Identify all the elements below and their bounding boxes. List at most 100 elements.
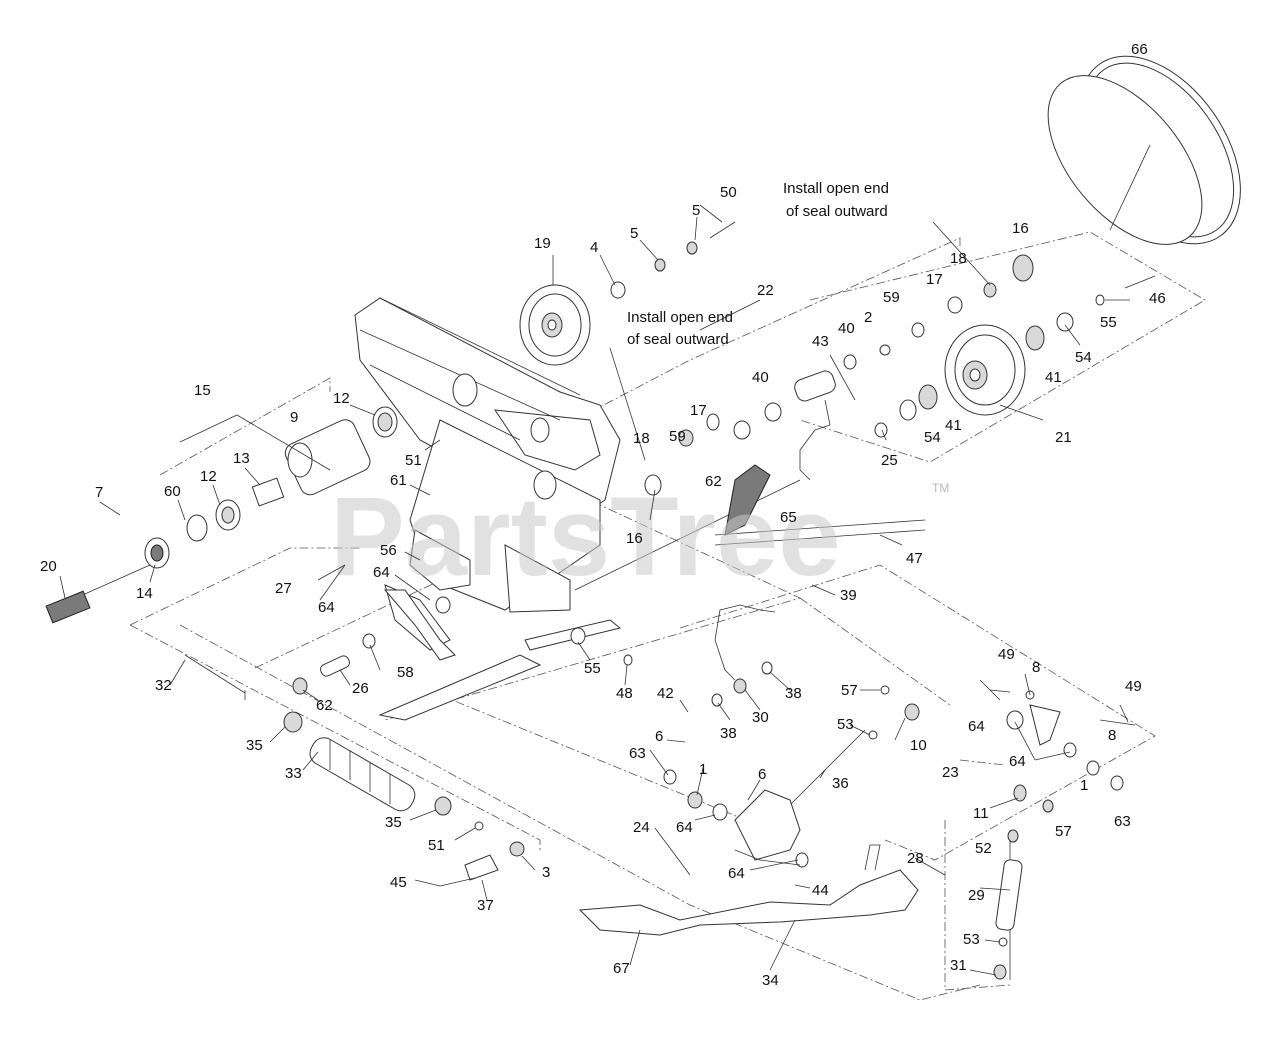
- callout: 39: [840, 587, 857, 604]
- callout: 53: [963, 931, 980, 948]
- callout: 13: [233, 450, 250, 467]
- callout: 38: [785, 685, 802, 702]
- callout: 50: [720, 184, 737, 201]
- callout: 40: [838, 320, 855, 337]
- pulley-19: [519, 284, 591, 366]
- callout: 64: [318, 599, 335, 616]
- callout: 30: [752, 709, 769, 726]
- callout: 61: [390, 472, 407, 489]
- callout: 65: [780, 509, 797, 526]
- callout: 59: [669, 428, 686, 445]
- callout: 42: [657, 685, 674, 702]
- callout: 1: [1080, 777, 1088, 794]
- callout-labels: 1 1 2 3 4 5 5 6 6 7 8 8 9 10 11 12 12 13…: [40, 41, 1166, 989]
- callout: 41: [1045, 369, 1062, 386]
- callout: 57: [1055, 823, 1072, 840]
- callout: 17: [690, 402, 707, 419]
- callout: 22: [757, 282, 774, 299]
- callout: 18: [950, 250, 967, 267]
- callout: 25: [881, 452, 898, 469]
- callout: 52: [975, 840, 992, 857]
- callout: 8: [1108, 727, 1116, 744]
- callout: 46: [1149, 290, 1166, 307]
- note-line-2: of seal outward: [786, 203, 888, 220]
- linkages: [383, 589, 919, 936]
- callout: 6: [758, 766, 766, 783]
- callout: 11: [973, 805, 989, 822]
- spring-33: [309, 737, 416, 812]
- callout: 49: [1125, 678, 1142, 695]
- note-line-1: Install open end: [783, 180, 889, 197]
- callout: 64: [373, 564, 390, 581]
- callout: 29: [968, 887, 985, 904]
- callout: 7: [95, 484, 103, 501]
- callout: 16: [626, 530, 643, 547]
- shafts: [45, 479, 1011, 980]
- note-line-1: Install open end: [627, 309, 733, 326]
- callout: 36: [832, 775, 849, 792]
- callout: 40: [752, 369, 769, 386]
- callout: 32: [155, 677, 172, 694]
- watermark-text: PartsTree: [330, 474, 841, 599]
- callout: 31: [950, 957, 967, 974]
- callout: 12: [333, 390, 350, 407]
- callout: 44: [812, 882, 829, 899]
- callout: 16: [1012, 220, 1029, 237]
- note-line-2: of seal outward: [627, 331, 729, 348]
- partstree-watermark: PartsTree TM: [330, 474, 949, 599]
- callout: 4: [590, 239, 598, 256]
- callout: 41: [945, 417, 962, 434]
- pulley-21: [944, 324, 1026, 416]
- callout: 1: [699, 761, 707, 778]
- drive-belt: [1047, 55, 1241, 245]
- callout: 63: [629, 745, 646, 762]
- callout: 3: [542, 864, 550, 881]
- callout: 2: [864, 309, 872, 326]
- callout: 8: [1032, 659, 1040, 676]
- callout: 5: [692, 202, 700, 219]
- callout: 62: [705, 473, 722, 490]
- callout: 10: [910, 737, 927, 754]
- callout: 62: [316, 697, 333, 714]
- callout: 64: [728, 865, 745, 882]
- callout: 28: [907, 850, 924, 867]
- callout: 66: [1131, 41, 1148, 58]
- main-frame: [354, 297, 622, 721]
- callout: 64: [1009, 753, 1026, 770]
- callout: 34: [762, 972, 779, 989]
- callout: 67: [613, 960, 630, 977]
- callout: 54: [924, 429, 941, 446]
- callout: 20: [40, 558, 57, 575]
- callout: 51: [405, 452, 422, 469]
- callout: 5: [630, 225, 638, 242]
- callout: 64: [676, 819, 693, 836]
- callout: 27: [275, 580, 292, 597]
- leader-lines: [59, 144, 1151, 976]
- callout: 15: [194, 382, 211, 399]
- callout: 23: [942, 764, 959, 781]
- callout: 12: [200, 468, 217, 485]
- callout: 6: [655, 728, 663, 745]
- callout: 58: [397, 664, 414, 681]
- watermark-tm: TM: [932, 481, 949, 495]
- callout: 45: [390, 874, 407, 891]
- callout: 14: [136, 585, 153, 602]
- callout: 43: [812, 333, 829, 350]
- install-note-top: Install open end of seal outward: [783, 180, 889, 220]
- callout: 51: [428, 837, 445, 854]
- callout: 63: [1114, 813, 1131, 830]
- callout: 17: [926, 271, 943, 288]
- callout: 35: [246, 737, 263, 754]
- callout: 24: [633, 819, 650, 836]
- callout: 57: [841, 682, 858, 699]
- callout: 60: [164, 483, 181, 500]
- callout: 38: [720, 725, 737, 742]
- callout: 33: [285, 765, 302, 782]
- callout: 9: [290, 409, 298, 426]
- callout: 55: [1100, 314, 1117, 331]
- callout: 53: [837, 716, 854, 733]
- callout: 18: [633, 430, 650, 447]
- callout: 55: [584, 660, 601, 677]
- callout: 49: [998, 646, 1015, 663]
